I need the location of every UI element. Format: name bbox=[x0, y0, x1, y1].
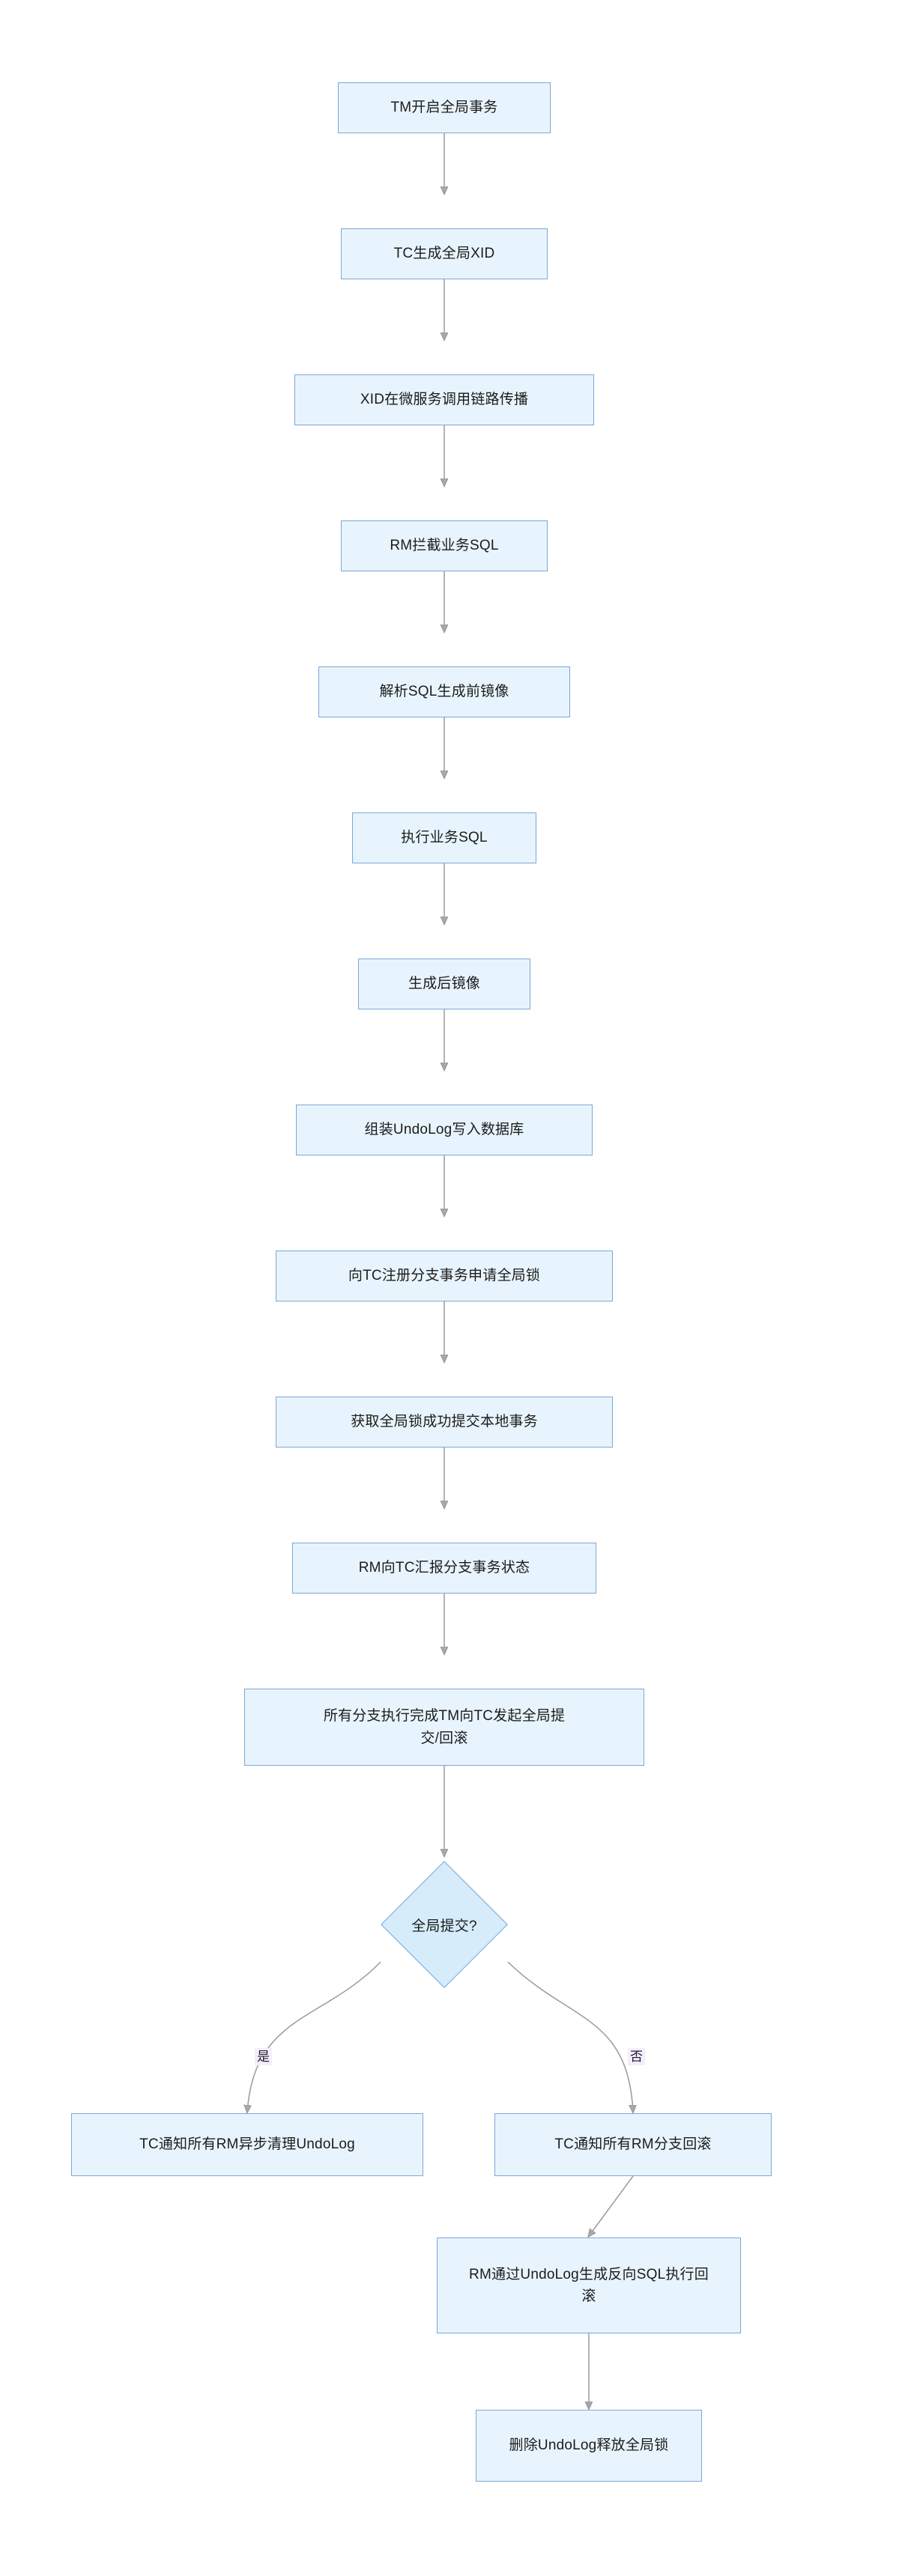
node-n16[interactable]: 删除UndoLog释放全局锁 bbox=[476, 2410, 702, 2482]
node-n13[interactable]: TC通知所有RM异步清理UndoLog bbox=[71, 2113, 423, 2176]
node-n7[interactable]: 生成后镜像 bbox=[358, 959, 530, 1009]
node-n5[interactable]: 解析SQL生成前镜像 bbox=[318, 666, 570, 717]
edge-label-yes: 是 bbox=[255, 2048, 272, 2066]
node-n6[interactable]: 执行业务SQL bbox=[352, 812, 536, 863]
decision-d1-label: 全局提交? bbox=[411, 1918, 477, 1934]
edge-d1-n13-yes bbox=[247, 1961, 381, 2112]
node-n4[interactable]: RM拦截业务SQL bbox=[341, 520, 548, 571]
edge-d1-n14-no bbox=[507, 1961, 633, 2112]
node-n8[interactable]: 组装UndoLog写入数据库 bbox=[296, 1105, 593, 1155]
node-n11[interactable]: RM向TC汇报分支事务状态 bbox=[292, 1543, 596, 1594]
node-n12[interactable]: 所有分支执行完成TM向TC发起全局提 交/回滚 bbox=[244, 1689, 644, 1766]
node-n9[interactable]: 向TC注册分支事务申请全局锁 bbox=[276, 1251, 613, 1301]
node-n3[interactable]: XID在微服务调用链路传播 bbox=[294, 374, 594, 425]
node-n1[interactable]: TM开启全局事务 bbox=[338, 82, 551, 133]
node-n10[interactable]: 获取全局锁成功提交本地事务 bbox=[276, 1397, 613, 1448]
node-n15[interactable]: RM通过UndoLog生成反向SQL执行回 滚 bbox=[437, 2238, 741, 2333]
node-n14[interactable]: TC通知所有RM分支回滚 bbox=[494, 2113, 772, 2176]
edge-n14-n15 bbox=[589, 2175, 634, 2236]
edge-label-no: 否 bbox=[628, 2048, 645, 2066]
node-n2[interactable]: TC生成全局XID bbox=[341, 228, 548, 279]
